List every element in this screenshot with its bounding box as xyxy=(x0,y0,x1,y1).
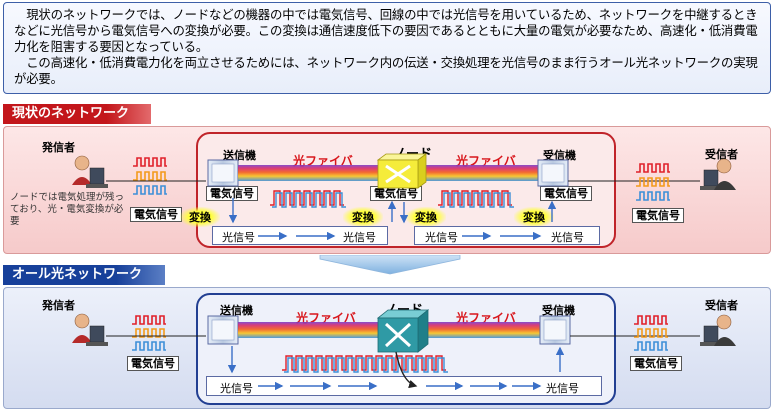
current-convert-4: 変換 xyxy=(514,207,554,227)
current-optical-right-start: 光信号 xyxy=(425,231,458,244)
current-node-label: ノード xyxy=(393,147,433,162)
current-network-title: 現状のネットワーク xyxy=(3,104,151,124)
alloptical-optical-box xyxy=(206,376,602,396)
alloptical-receiver-electric-signal: 電気信号 xyxy=(630,356,682,371)
current-rx-electric-signal: 電気信号 xyxy=(540,186,592,201)
alloptical-optical-end: 光信号 xyxy=(546,382,579,395)
current-optical-left-end: 光信号 xyxy=(343,231,376,244)
current-convert-2: 変換 xyxy=(343,207,383,227)
current-node-electric-signal: 電気信号 xyxy=(370,186,422,201)
alloptical-transmitter-label: 送信機 xyxy=(220,304,253,317)
current-fiber-right-label: 光ファイバ xyxy=(456,154,516,168)
alloptical-network-title: オール光ネットワーク xyxy=(3,265,165,285)
alloptical-receiver-label: 受信者 xyxy=(705,299,738,312)
current-optical-left-start: 光信号 xyxy=(222,231,255,244)
alloptical-fiber-right-label: 光ファイバ xyxy=(456,311,516,325)
current-optical-right-end: 光信号 xyxy=(551,231,584,244)
current-receiver-device-label: 受信機 xyxy=(543,149,576,162)
current-fiber-left-label: 光ファイバ xyxy=(293,154,353,168)
transition-arrow-icon xyxy=(319,255,461,275)
current-convert-1: 変換 xyxy=(180,207,220,227)
current-node-note: ノードでは電気処理が残っており、光・電気変換が必要 xyxy=(10,192,125,227)
intro-paragraph-2: この高速化・低消費電力化を両立させるためには、ネットワーク内の伝送・交換処理を光… xyxy=(14,55,758,86)
current-sender-label: 発信者 xyxy=(42,141,75,154)
alloptical-sender-electric-signal: 電気信号 xyxy=(127,356,179,371)
intro-box: 現状のネットワークでは、ノードなどの機器の中では電気信号、回線の中では光信号を用… xyxy=(3,2,771,94)
intro-paragraph-1: 現状のネットワークでは、ノードなどの機器の中では電気信号、回線の中では光信号を用… xyxy=(14,7,758,54)
current-receiver-label: 受信者 xyxy=(705,148,738,161)
current-tx-electric-signal: 電気信号 xyxy=(206,186,258,201)
alloptical-sender-label: 発信者 xyxy=(42,299,75,312)
alloptical-optical-start: 光信号 xyxy=(220,382,253,395)
alloptical-receiver-device-label: 受信機 xyxy=(542,304,575,317)
alloptical-fiber-left-label: 光ファイバ xyxy=(296,311,356,325)
current-transmitter-label: 送信機 xyxy=(223,149,256,162)
current-convert-3: 変換 xyxy=(406,207,446,227)
current-receiver-electric-signal: 電気信号 xyxy=(632,208,684,223)
alloptical-node-label: ノード xyxy=(384,303,424,318)
current-sender-electric-signal: 電気信号 xyxy=(130,207,182,222)
